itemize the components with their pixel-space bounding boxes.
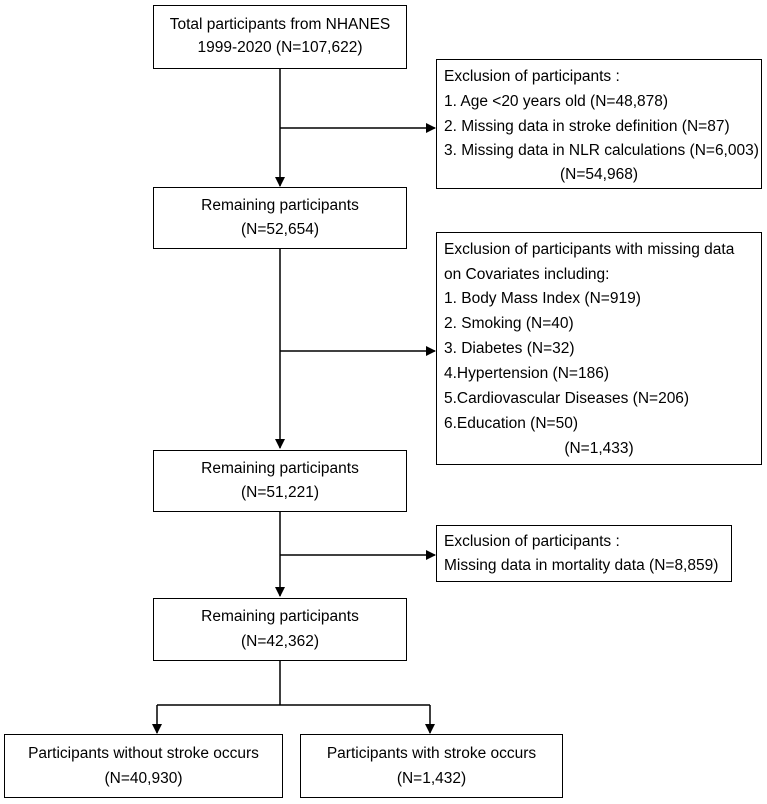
exclusion2-item-2: 2. Smoking (N=40) xyxy=(444,315,574,332)
remaining-box-3: Remaining participants (N=42,362) xyxy=(153,598,407,661)
exclusion2-item-1: 1. Body Mass Index (N=919) xyxy=(444,290,641,307)
with-stroke-line2: (N=1,432) xyxy=(396,770,467,787)
remaining1-line2: (N=52,654) xyxy=(241,221,319,238)
exclusion1-title: Exclusion of participants : xyxy=(444,68,620,85)
exclusion-box-1: Exclusion of participants : 1. Age <20 y… xyxy=(436,59,762,189)
exclusion-box-2: Exclusion of participants with missing d… xyxy=(436,232,762,465)
exclusion2-item-6: 6.Education (N=50) xyxy=(444,415,578,432)
remaining3-line1: Remaining participants xyxy=(201,608,359,625)
remaining1-line1: Remaining participants xyxy=(201,197,359,214)
exclusion2-total: (N=1,433) xyxy=(564,440,634,457)
exclusion1-item-1: 1. Age <20 years old (N=48,878) xyxy=(444,93,669,110)
remaining-box-1: Remaining participants (N=52,654) xyxy=(153,187,407,249)
outcome-without-stroke-box: Participants without stroke occurs (N=40… xyxy=(4,734,283,798)
outcome-with-stroke-box: Participants with stroke occurs (N=1,432… xyxy=(300,734,563,798)
exclusion1-total: (N=54,968) xyxy=(560,166,638,183)
remaining-box-2: Remaining participants (N=51,221) xyxy=(153,450,407,512)
exclusion1-item-2: 2. Missing data in stroke definition (N=… xyxy=(444,118,730,135)
exclusion2-item-3: 3. Diabetes (N=32) xyxy=(444,340,575,357)
remaining2-line1: Remaining participants xyxy=(201,460,359,477)
exclusion2-item-5: 5.Cardiovascular Diseases (N=206) xyxy=(444,390,690,407)
exclusion2-item-4: 4.Hypertension (N=186) xyxy=(444,365,609,382)
total-line1: Total participants from NHANES xyxy=(169,16,391,33)
with-stroke-line1: Participants with stroke occurs xyxy=(326,745,537,762)
exclusion2-title-2: on Covariates including: xyxy=(444,266,610,283)
exclusion1-item-3: 3. Missing data in NLR calculations (N=6… xyxy=(444,142,759,159)
exclusion2-title-1: Exclusion of participants with missing d… xyxy=(444,241,735,258)
remaining2-line2: (N=51,221) xyxy=(241,484,319,501)
without-stroke-line2: (N=40,930) xyxy=(104,770,183,787)
exclusion3-line2: Missing data in mortality data (N=8,859) xyxy=(444,557,719,574)
exclusion3-line1: Exclusion of participants : xyxy=(444,533,620,550)
exclusion-box-3: Exclusion of participants : Missing data… xyxy=(436,525,732,582)
total-participants-box: Total participants from NHANES 1999-2020… xyxy=(153,5,407,69)
total-line2: 1999-2020 (N=107,622) xyxy=(197,39,363,56)
remaining3-line2: (N=42,362) xyxy=(241,633,319,650)
without-stroke-line1: Participants without stroke occurs xyxy=(28,745,259,762)
